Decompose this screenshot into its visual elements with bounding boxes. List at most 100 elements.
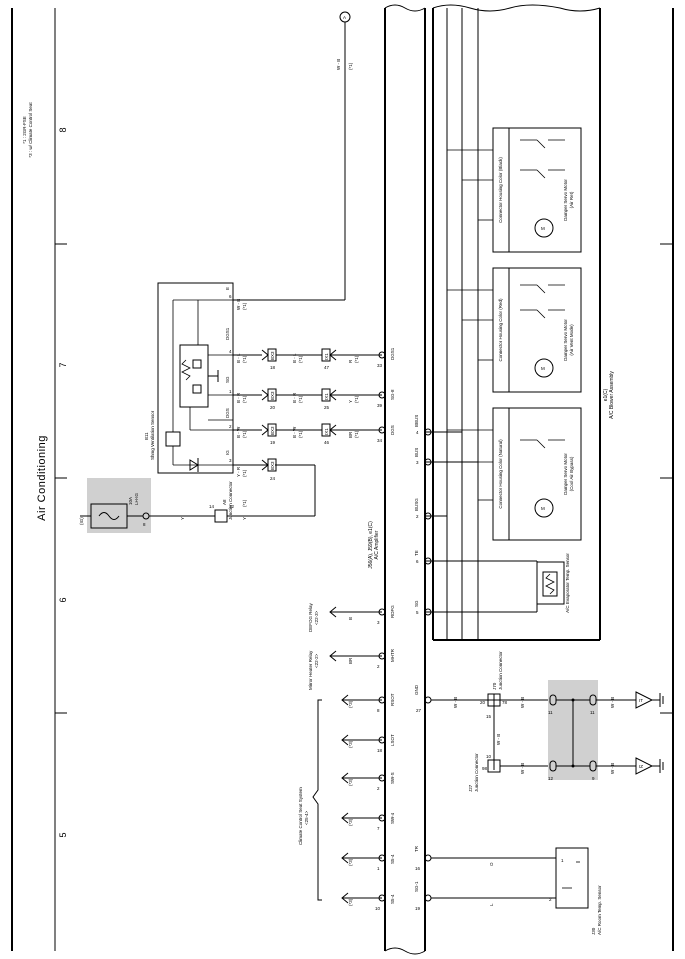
svg-text:BR: BR [348,431,353,438]
svg-text:1: 1 [561,858,564,863]
seat-pin-s54a: 1 S5-4 (*3) [341,852,395,871]
svg-text:A/C Room Temp. Sensor: A/C Room Temp. Sensor [597,885,602,935]
svg-text:3: 3 [377,620,380,625]
page-title: Air Conditioning [36,435,48,521]
svg-text:BBUS: BBUS [414,415,419,427]
svg-text:2: 2 [229,424,232,429]
svg-text:BR: BR [348,657,353,664]
ground-connectors: 11 11 12 9 [548,680,598,781]
svg-text:DEFOG Relay: DEFOG Relay [308,602,313,632]
svg-text:B - L: B - L [292,353,297,363]
svg-text:SG: SG [225,376,230,383]
svg-text:<22-2>: <22-2> [314,653,319,668]
svg-text:15: 15 [486,714,492,719]
svg-text:BX3: BX3 [270,391,275,400]
svg-text:BUSG: BUSG [414,498,419,511]
svg-text:Y - R: Y - R [236,466,241,477]
svg-text:12: 12 [229,504,235,509]
bus-pins: 4 BBUS 3 BUS 2 BUSG [414,415,432,520]
b11-wire-ig: Y - R (*1) 24 BX3 [233,458,277,481]
svg-text:LH-IG: LH-IG [134,492,139,505]
blower-bus-lines [425,8,479,640]
svg-text:W - B: W - B [236,299,241,310]
svg-text:2: 2 [377,786,380,791]
svg-text:DGS1: DGS1 [390,347,395,360]
svg-text:11: 11 [590,710,595,715]
svg-text:<25-4>: <25-4> [304,810,309,825]
svg-text:2: 2 [416,514,419,519]
seat-pin-s54b: 10 S5-4 (*3) [341,892,395,911]
svg-text:10: 10 [375,906,381,911]
seat-pin-lsot: 18 LSOT (*3) [341,734,395,753]
b11-wire-dgs1: B - L (*1) 18 BX3 B - L (*1) 47 IX1 R (*… [233,347,395,370]
svg-text:5: 5 [416,610,419,615]
fuse-lh-ig: 10A LH-IG (IG) 8 [79,478,151,533]
svg-text:Damper Servo Motor: Damper Servo Motor [563,179,568,221]
svg-text:SG: SG [414,600,419,607]
svg-text:IT: IT [639,698,643,703]
room-temp-sensor: 1 2 J30 A/C Room Temp. Sensor O L 16 TR … [414,845,602,935]
svg-text:(*1): (*1) [298,430,303,438]
svg-text:IG: IG [225,450,230,455]
blower-name: A/C Blower Assembly [609,371,615,419]
svg-text:4: 4 [229,349,232,354]
wire-y: Y [180,517,185,520]
svg-text:(*1): (*1) [298,395,303,403]
svg-text:W - B: W - B [336,59,341,70]
svg-text:B - R: B - R [292,392,297,403]
svg-text:B - W: B - W [236,426,241,438]
svg-text:78: 78 [502,700,508,705]
svg-text:19: 19 [415,906,421,911]
svg-text:L: L [489,903,494,906]
svg-text:DGS1: DGS1 [225,327,230,340]
section-number-5: 5 [58,832,68,837]
svg-text:14: 14 [209,504,215,509]
svg-text:B - R: B - R [236,392,241,403]
svg-text:12: 12 [548,776,554,781]
svg-text:A8: A8 [222,499,227,505]
svg-text:(*3): (*3) [348,700,353,708]
svg-text:W - B: W - B [520,697,525,708]
svg-text:Connector Housing Color (Natur: Connector Housing Color (Natural) [498,439,503,509]
svg-text:(*3): (*3) [348,818,353,826]
servo-motor-air-ret: Connector Housing Color (Black) M Damper… [447,127,582,253]
svg-text:S5-4: S5-4 [390,894,395,904]
svg-text:Junction Connector: Junction Connector [474,753,479,792]
svg-text:6: 6 [229,294,232,299]
svg-text:(*1): (*1) [354,430,359,438]
svg-text:(*1): (*1) [348,62,353,70]
svg-text:6: 6 [416,559,419,564]
svg-text:W - B: W - B [520,763,525,774]
svg-text:(IG): (IG) [79,517,84,525]
svg-text:Junction Connector: Junction Connector [498,651,503,690]
svg-text:Damper Servo Motor: Damper Servo Motor [563,319,568,361]
svg-text:B - L: B - L [236,353,241,363]
ref-a-marker [339,11,351,23]
svg-text:19: 19 [270,440,276,445]
svg-text:Shmg Ventilation Sensor: Shmg Ventilation Sensor [150,410,155,460]
svg-text:W - B: W - B [496,734,501,745]
ground-symbols: W - B IT W - B IZ [596,691,664,775]
svg-text:(*1): (*1) [242,395,247,403]
svg-text:LSOT: LSOT [390,734,395,746]
svg-text:2: 2 [549,897,552,902]
svg-text:10: 10 [486,754,492,759]
defog-relay: 3 RDFG B DEFOG Relay <22-3> [308,602,395,632]
svg-text:S5-4: S5-4 [390,854,395,864]
svg-text:M: M [541,506,545,511]
svg-text:MHTR: MHTR [390,648,395,662]
svg-text:(Air Vent Mode): (Air Vent Mode) [569,324,574,356]
svg-text:O: O [489,862,494,866]
blower-label: e1(C) [603,388,609,401]
svg-text:34: 34 [377,438,383,443]
svg-text:11: 11 [548,710,553,715]
svg-text:W - B: W - B [610,697,615,708]
svg-text:3: 3 [416,460,419,465]
svg-text:18: 18 [270,365,276,370]
svg-text:(*1): (*1) [242,430,247,438]
svg-text:3: 3 [229,458,232,463]
svg-text:DGS: DGS [225,408,230,418]
svg-text:Damper Servo Motor: Damper Servo Motor [563,453,568,495]
servo-motor-cool-air-bypass: Connector Housing Color (Natural) M Damp… [447,407,582,541]
